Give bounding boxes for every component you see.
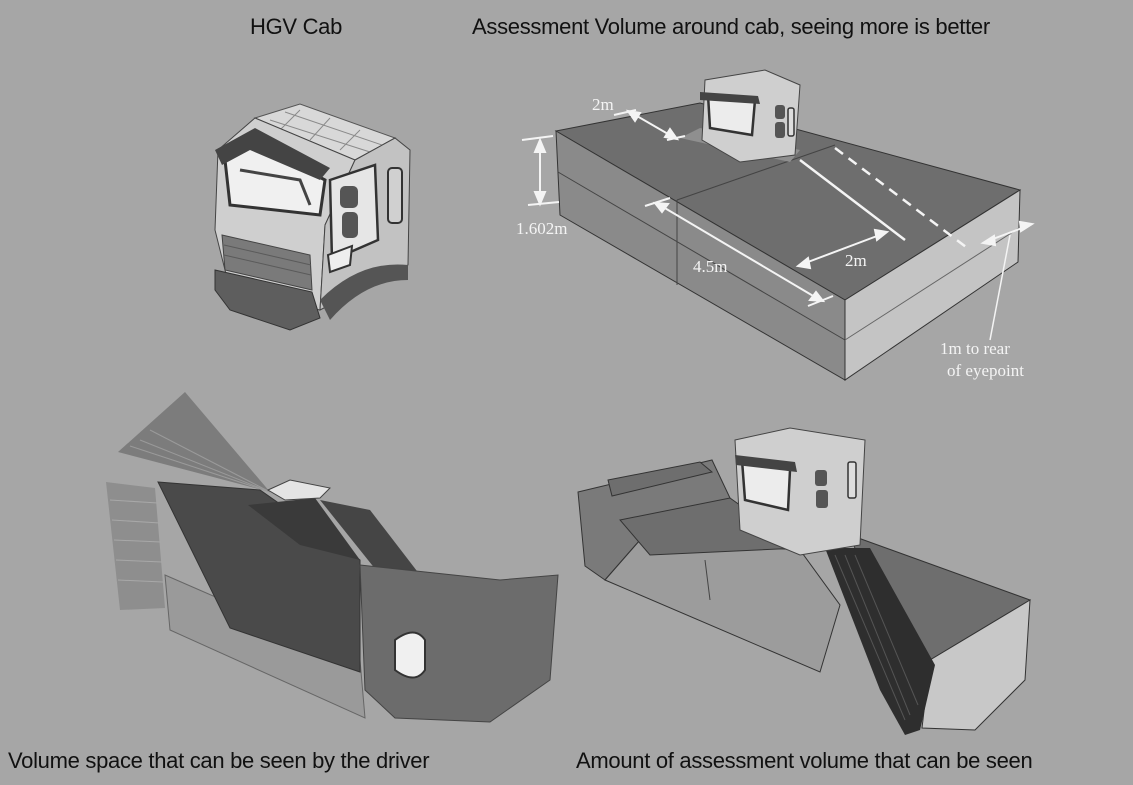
visible-assessment-illustration	[577, 427, 1032, 735]
dim-label-length: 4.5m	[693, 257, 728, 276]
dim-label-height: 1.602m	[516, 219, 568, 238]
assessment-volume-box	[554, 69, 1022, 381]
dim-label-front-2m: 2m	[592, 95, 614, 114]
caption-assessment-volume: Assessment Volume around cab, seeing mor…	[472, 14, 990, 39]
visible-volume-illustration	[106, 392, 559, 723]
dim-label-rear-line1: 1m to rear	[940, 339, 1010, 358]
caption-visible-assessment: Amount of assessment volume that can be …	[576, 748, 1033, 773]
caption-visible-volume: Volume space that can be seen by the dri…	[8, 748, 430, 773]
dim-label-rear-line2: of eyepoint	[947, 361, 1024, 380]
dim-label-side-2m: 2m	[845, 251, 867, 270]
hgv-cab-illustration	[214, 103, 411, 331]
caption-hgv-cab: HGV Cab	[250, 14, 343, 39]
dimension-lines	[521, 109, 1035, 341]
